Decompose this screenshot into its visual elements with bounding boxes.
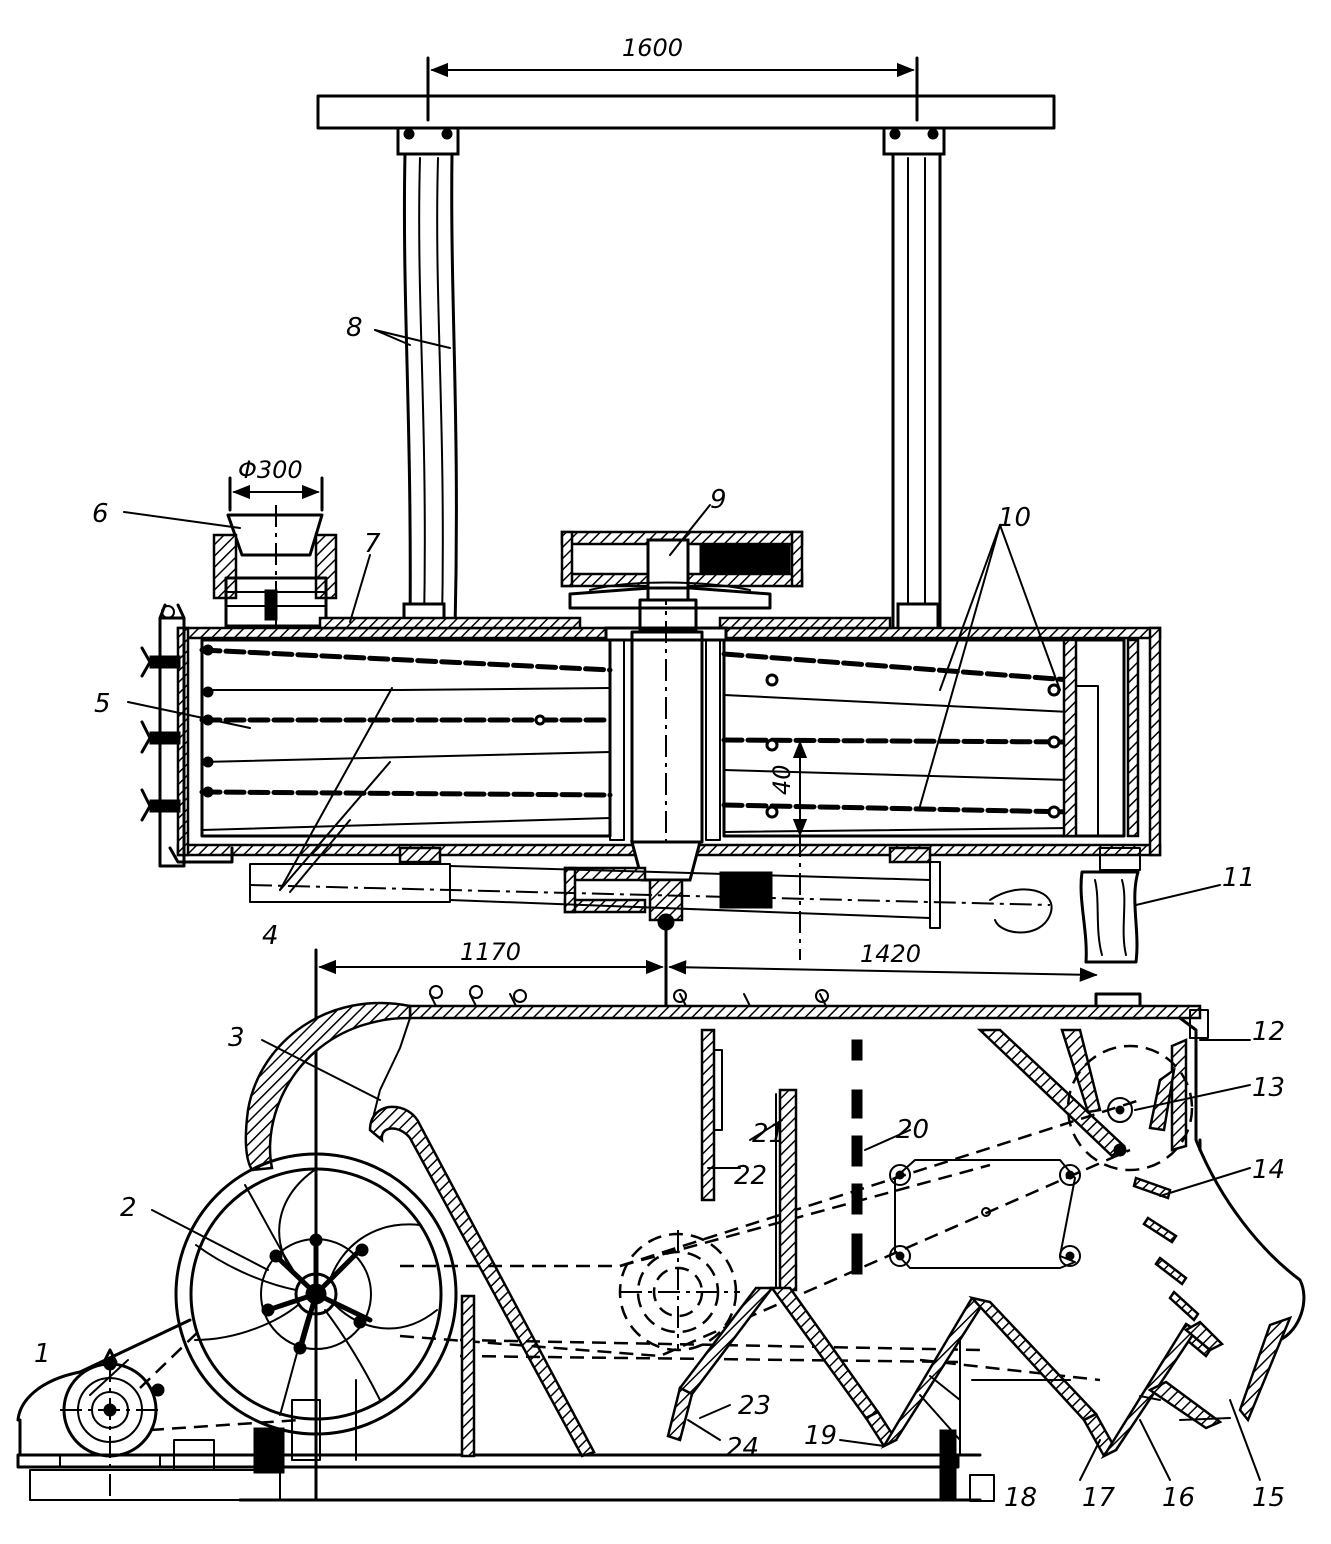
central-shaft [604,545,728,931]
dimension-labels: 1600 Φ300 1170 1420 [238,34,921,968]
top-beam-group [316,56,1056,130]
dim-right-span: 1420 [860,940,921,968]
dryer-body: 40 [123,329,1162,960]
label-6: 6 [92,499,109,529]
gearbox-plate [889,1159,1081,1269]
grate [851,1039,911,1275]
label-11: 11 [1222,863,1255,893]
bottom-drive [249,846,1053,934]
fan-impeller [174,1152,458,1436]
part-labels: 1 2 3 4 5 6 7 8 9 10 11 12 13 14 15 16 1… [34,313,1285,1513]
label-1: 1 [34,1339,51,1369]
label-8: 8 [346,313,363,343]
handwheel-top [140,646,181,678]
label-14: 14 [1252,1155,1285,1185]
handwheel-middle [140,720,181,754]
gap-dimension: 40 [768,740,808,960]
label-23: 23 [738,1391,771,1421]
label-7: 7 [364,529,381,559]
feed-hopper [212,476,338,640]
lower-housing [16,985,1306,1502]
louvers [1132,1167,1251,1358]
top-beam [316,94,1056,130]
handwheel-bottom [140,788,181,822]
dim-top-span: 1600 [622,34,683,62]
outlet-pipe [1079,847,1221,1020]
label-15: 15 [1252,1483,1285,1513]
label-18: 18 [1004,1483,1037,1513]
label-19: 19 [804,1421,837,1451]
dim-gap-label: 40 [768,764,796,795]
label-24: 24 [726,1433,759,1463]
label-4: 4 [262,921,279,951]
label-22: 22 [734,1161,767,1191]
label-2: 2 [120,1193,137,1223]
dim-hopper-diameter: Φ300 [238,456,303,484]
label-10: 10 [998,503,1031,533]
label-5: 5 [94,689,111,719]
shelves-left [199,644,613,831]
dim-left-span: 1170 [460,938,521,966]
label-21: 21 [752,1119,785,1149]
label-13: 13 [1252,1073,1285,1103]
label-16: 16 [1162,1483,1195,1513]
label-12: 12 [1252,1017,1285,1047]
label-17: 17 [1082,1483,1116,1513]
shelves-right [721,651,1073,833]
label-3: 3 [228,1023,245,1053]
label-9: 9 [710,485,727,515]
top-drive [560,530,804,632]
label-20: 20 [896,1115,929,1145]
